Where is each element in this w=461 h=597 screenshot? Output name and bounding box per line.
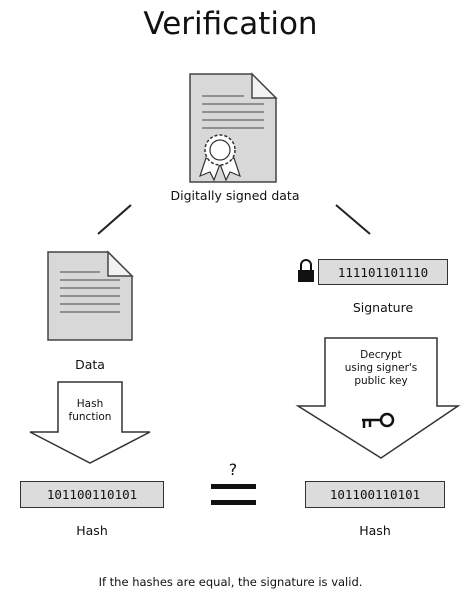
signature-label: Signature [352,300,414,315]
data-label: Data [75,357,105,372]
seal-icon [199,134,241,182]
decrypt-arrow [295,337,461,459]
footer-caption: If the hashes are equal, the signature i… [98,575,363,589]
connector-right [335,204,371,235]
signed-data-label: Digitally signed data [170,188,300,203]
hash-function-text: Hash function [68,398,112,423]
hash-function-arrow [29,381,151,464]
question-mark: ? [228,460,238,479]
key-icon [362,412,395,428]
equals-sign [211,484,256,505]
signature-bits-box: 111101101110 [318,259,448,285]
diagram-title: Verification [143,6,318,42]
padlock-icon [298,259,314,282]
hash-right-label: Hash [359,523,391,538]
connector-left [97,204,132,235]
hash-left-label: Hash [76,523,108,538]
hash-right-box: 101100110101 [305,481,445,508]
data-document-icon [47,250,134,341]
decrypt-text: Decrypt using signer's public key [344,349,418,387]
hash-left-box: 101100110101 [20,481,164,508]
